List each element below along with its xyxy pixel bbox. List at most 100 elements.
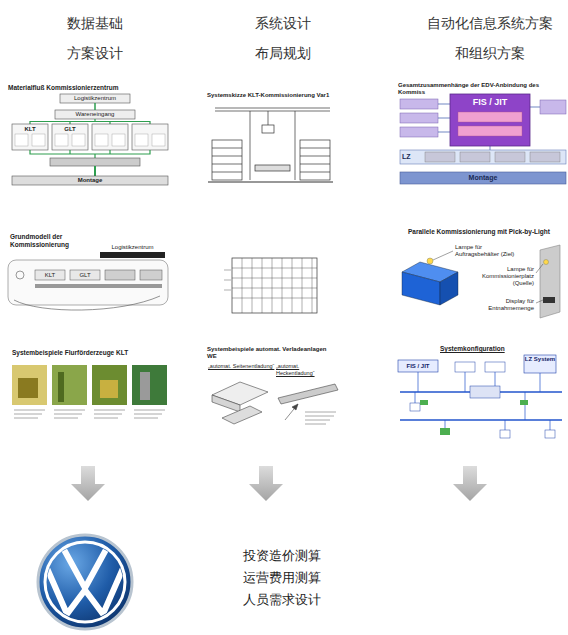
vw-logo [38,535,132,629]
system-sketch [250,111,251,180]
panel-title-text: Systemkonfiguration [440,345,530,353]
materialfluss-sketch [30,150,150,158]
shelving-sketch [224,280,231,281]
shelving-sketch [224,270,231,271]
down-arrow [249,466,283,501]
loading-sketch [212,382,338,424]
heading-text: 系统设计 布局规划 [233,8,333,68]
system-sketch [300,172,330,173]
loading-sketch [278,384,338,404]
forklift-photos [12,365,47,405]
materialfluss-sketch [152,134,165,146]
diagram-label: Logistikzentrum [60,94,130,103]
edv-overview [425,152,455,162]
diagram-label: Montage [400,172,566,184]
grundmodell-sketch [35,284,162,288]
forklift-photos [18,378,38,398]
materialfluss-sketch [94,166,96,176]
materialfluss-sketch [15,134,28,146]
diagram-label: GLT [53,125,87,133]
grundmodell-sketch [16,271,24,279]
edv-overview [400,94,566,184]
edv-overview [460,152,490,162]
forklift-photos [14,410,45,411]
panel-title-text: Parallele Kommissionierung mit Pick-by-L… [408,228,563,236]
system-sketch [212,164,242,165]
loading-sketch [305,416,334,417]
materialfluss-sketch [15,134,165,146]
grundmodell-sketch [8,252,168,310]
network-sketch [545,430,555,438]
forklift-photos [14,410,165,418]
system-sketch [300,164,330,165]
forklift-photos [134,414,162,415]
network-sketch [440,428,450,435]
system-sketch [215,108,330,109]
loading-sketch [305,412,336,424]
diagram-label: LZ [402,150,422,164]
forklift-photos [100,380,118,398]
pick-by-light-sketch [402,245,560,318]
loading-sketch [305,412,336,413]
forklift-photos [52,365,87,405]
shelving-sketch [242,258,243,313]
pick-by-light-sketch [427,258,433,264]
materialfluss-sketch [32,134,45,146]
system-sketch [262,125,274,133]
materialfluss-sketch [30,119,150,124]
panel-title-text: Systembeispiele automat. Verladeanlagen … [207,346,337,360]
forklift-photos [92,365,127,405]
panel-title: Grundmodell der Kommissionierung [10,233,98,250]
shelving-sketch [232,278,317,279]
edv-overview [458,112,522,122]
network-sketch [455,362,475,372]
forklift-photos [54,410,85,411]
system-sketch [208,108,333,182]
diagram-label: Wareneingang [55,110,135,119]
edv-overview [400,127,438,137]
shelving-sketch [224,258,317,313]
panel-title-text: Systembeispiele Flurförderzeuge KLT [12,349,167,357]
shelving-sketch [232,268,317,269]
pick-by-light-sketch [433,251,543,303]
diagram-label: Logistikzentrum [100,243,165,251]
forklift-photos [94,410,125,411]
forklift-photos [58,372,64,402]
shelving-sketch [232,258,317,313]
shelving-sketch [272,258,273,313]
materialfluss-sketch [50,158,140,166]
diagram-label: Display für Entnahmemenge [484,298,534,312]
network-sketch [500,430,510,438]
system-sketch [300,156,330,157]
edv-overview [495,152,525,162]
diagram-label: LZ System [524,355,556,364]
diagram-label: FIS / JIT [398,360,438,372]
edv-overview [400,150,566,164]
loading-sketch [305,424,326,425]
materialfluss-sketch [92,124,128,150]
edv-overview [450,94,530,146]
edv-overview [530,152,560,162]
vw-logo [45,542,125,622]
forklift-photos [94,414,122,415]
vw-logo [46,566,124,614]
materialfluss-sketch [12,124,48,150]
panel-title: Systemkonfiguration [440,345,530,354]
down-arrow [71,466,105,501]
panel-title-text: Materialfluß Kommissionierzentrum [8,84,138,92]
panel-title: Systemskizze KLT-Kommissionierung Var1 [207,92,335,101]
materialfluss-sketch [112,134,125,146]
pick-by-light-sketch [402,272,440,305]
panel-title: Gesamtzusammenhänge der EDV-Anbindung de… [398,82,566,98]
shelving-sketch [224,258,317,313]
system-sketch [300,148,330,149]
grundmodell-sketch [35,270,65,280]
shelving-sketch [252,258,253,313]
edv-overview [400,99,438,109]
diagram-label: FIS / JIT [450,96,530,108]
down-arrow [71,466,487,501]
materialfluss-sketch [55,134,68,146]
heading-text: 自动化信息系统方案 和组织方案 [420,8,560,68]
heading-text: 数据基础 方案设计 [45,8,145,68]
edv-overview [400,172,566,184]
